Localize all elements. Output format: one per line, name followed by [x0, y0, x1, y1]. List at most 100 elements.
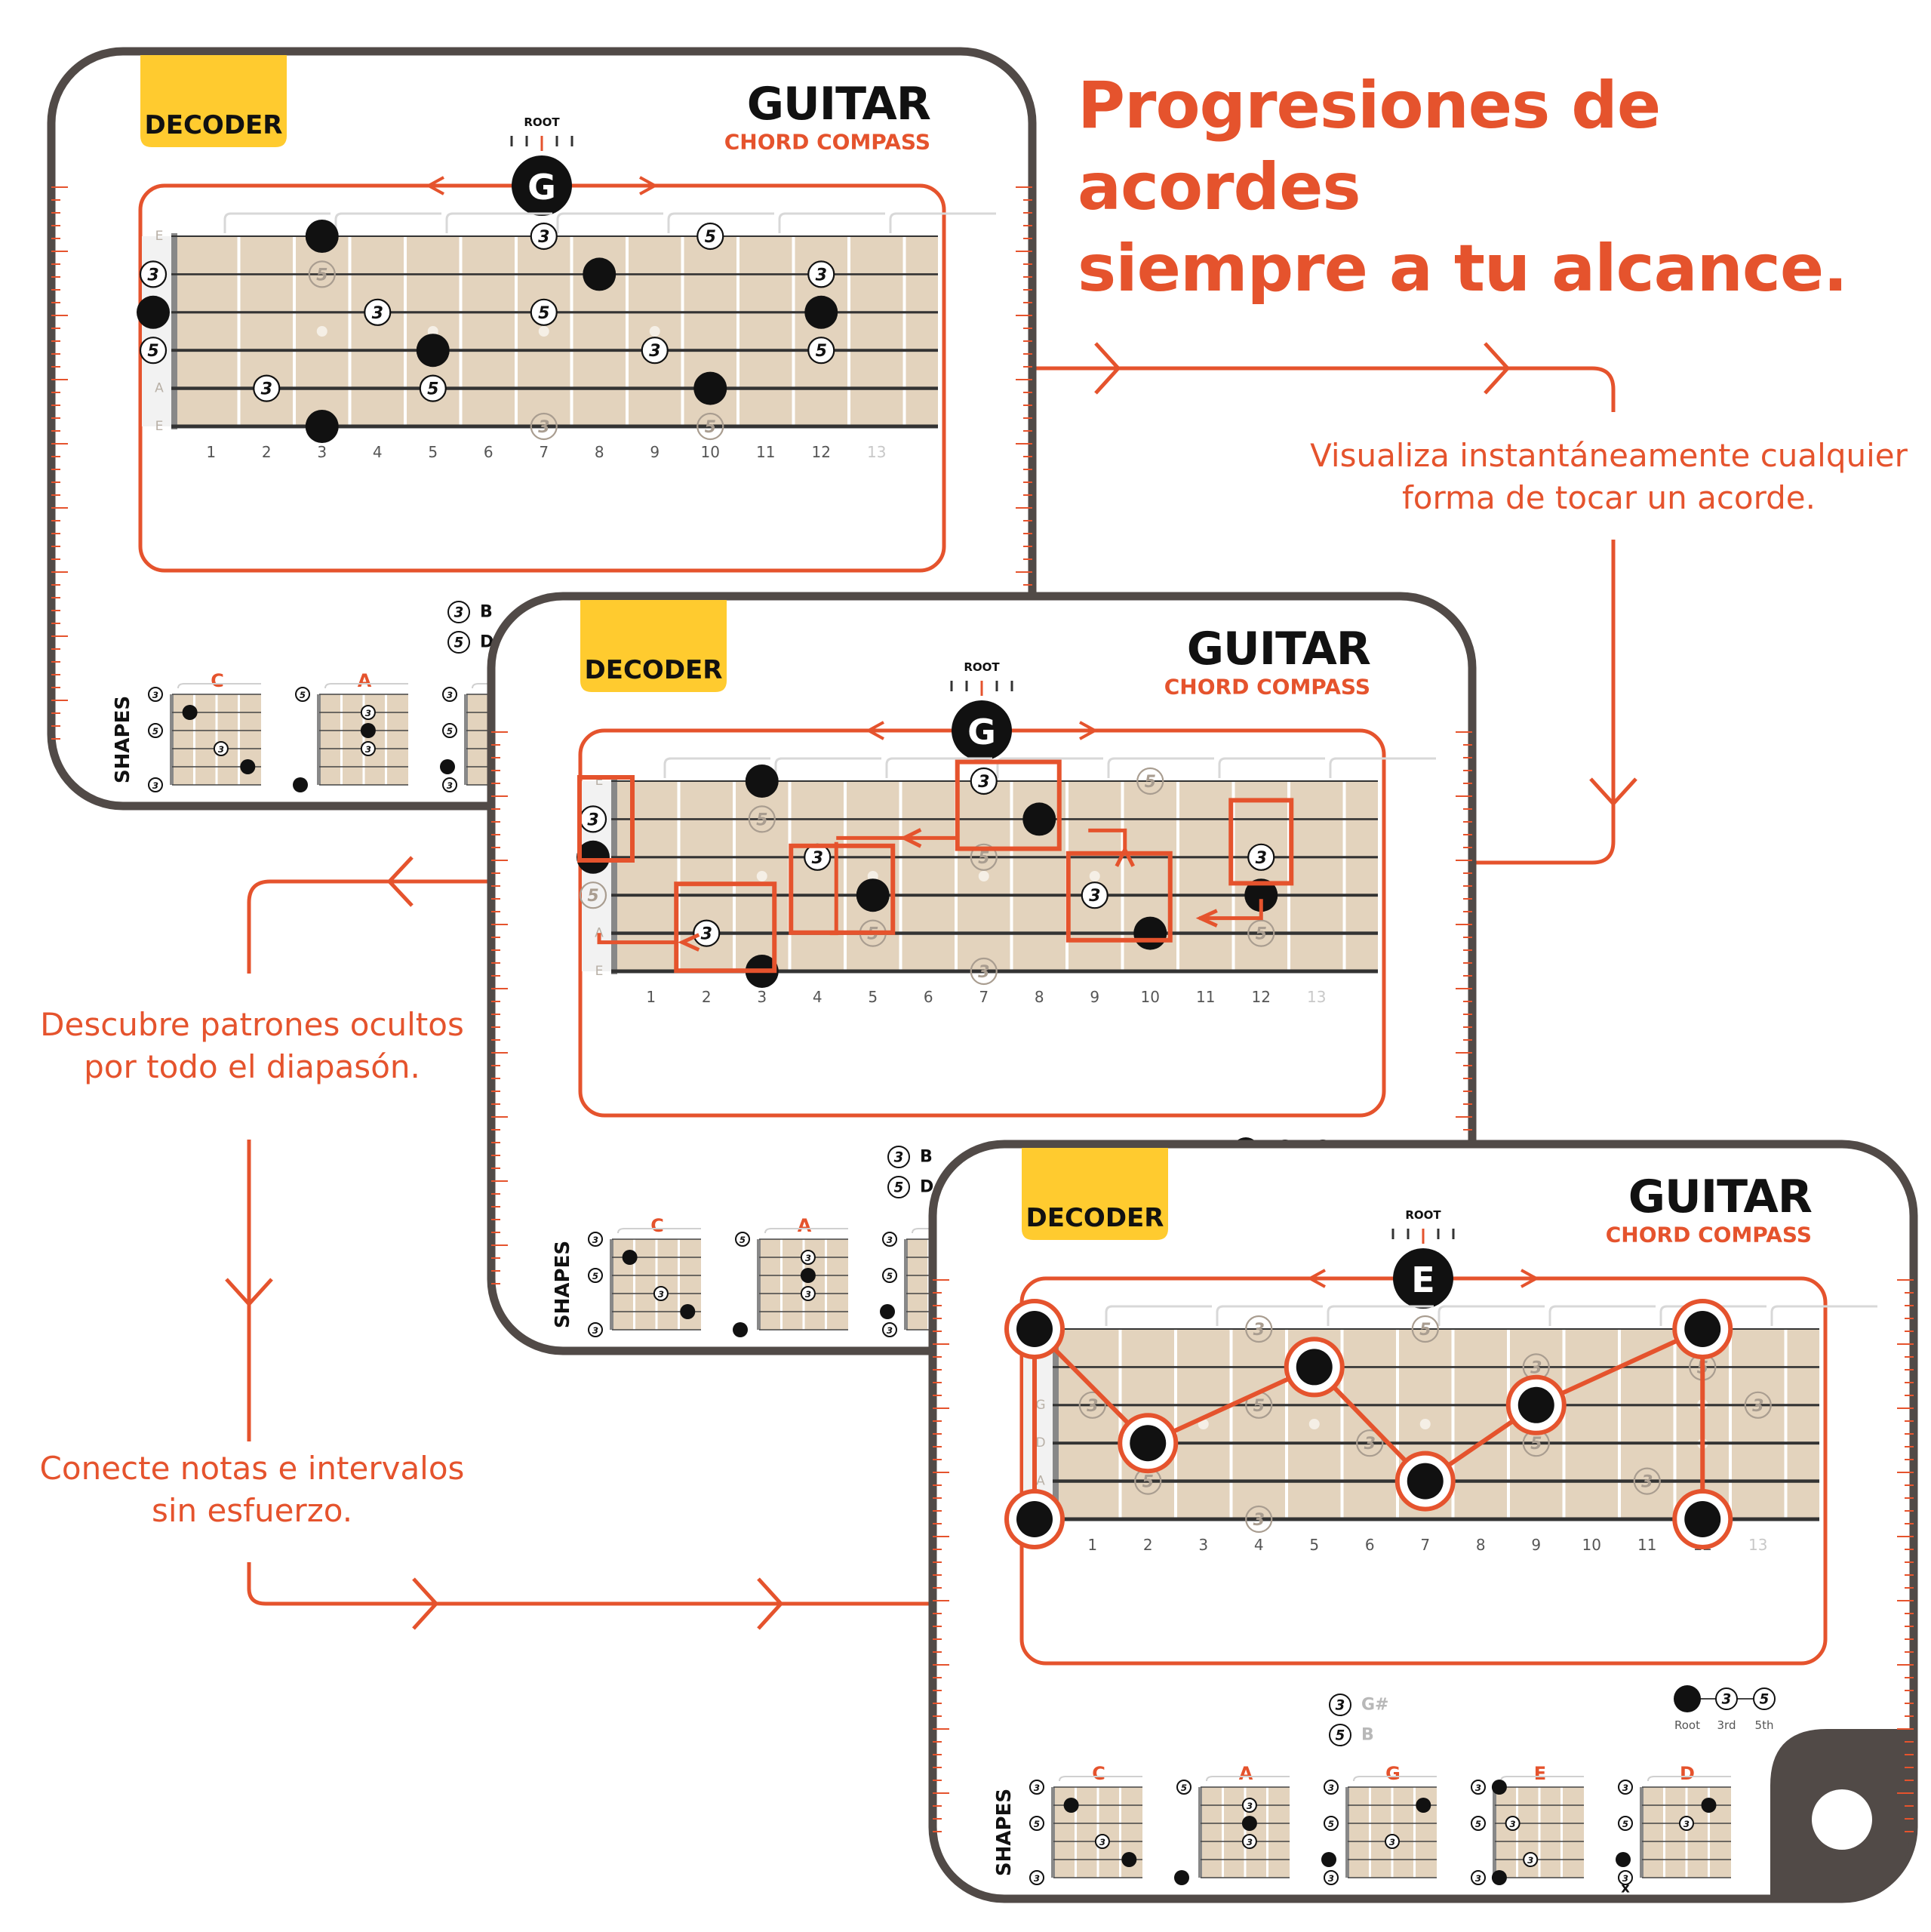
interval-ring: [442, 687, 457, 702]
root-note-dot: [1674, 1685, 1701, 1712]
interval-number: 3: [1336, 1698, 1345, 1714]
connector-chevron: [225, 1278, 273, 1306]
interval-ring: [213, 741, 229, 756]
interval-ring: [1471, 1870, 1486, 1885]
shape-name: D: [1680, 1763, 1695, 1784]
interval-5-marker: 5: [1176, 1780, 1192, 1795]
nut: [611, 778, 617, 974]
interval-3-marker: 3: [1094, 1834, 1110, 1849]
root-note-dot: [733, 1322, 748, 1337]
interval-ring: [588, 1232, 603, 1247]
fretboard-tab: [774, 757, 881, 778]
interval-number: 5: [816, 341, 827, 361]
interval-ring: [139, 260, 168, 288]
root-note-dot: [440, 759, 455, 774]
fret-number: 7: [539, 443, 549, 461]
shape-tab: [177, 683, 261, 689]
interval-ring: [970, 843, 998, 871]
interval-3-marker: 3: [360, 741, 376, 756]
nut-area: [1023, 1329, 1057, 1519]
root-note-dot: [416, 334, 450, 368]
interval-number: 3: [812, 848, 823, 868]
interval-number: 3: [887, 1325, 893, 1336]
string-name: E: [155, 419, 164, 434]
flow-connectors: [225, 342, 1637, 1630]
interval-ring: [1618, 1816, 1633, 1831]
interval-3-marker: 3: [1505, 1816, 1521, 1831]
connector-chevron: [1589, 777, 1637, 806]
root-note-dot: [583, 257, 617, 291]
interval-3-marker: 3: [807, 260, 835, 288]
root-note-dot: [137, 295, 170, 329]
root-note-dot: [800, 1268, 816, 1283]
interval-number: 3: [592, 1235, 598, 1245]
interval-number: 3: [1089, 886, 1100, 906]
connector-chevron: [757, 1577, 783, 1630]
fret-number: 9: [1531, 1536, 1541, 1554]
fret-number: 8: [1035, 988, 1044, 1006]
interval-ring: [530, 298, 558, 326]
fretboard-tab: [889, 212, 996, 233]
interval-3-marker: 3: [364, 298, 392, 326]
fret-number: 2: [262, 443, 272, 461]
interval-5-marker: 5: [1753, 1687, 1776, 1710]
brand-title: GUITAR: [1187, 623, 1370, 675]
interval-number: 5: [1336, 1728, 1345, 1744]
fret-number: 13: [1307, 988, 1326, 1006]
interval-number: 3: [1475, 1873, 1481, 1884]
interval-ring: [882, 1322, 897, 1337]
interval-3-marker: 3: [442, 777, 457, 792]
interval-3-marker: 3: [1241, 1834, 1257, 1849]
interval-ring: [447, 631, 470, 654]
interval-number: 3: [805, 1289, 811, 1300]
interval-ring: [588, 1322, 603, 1337]
shape-name: C: [1092, 1763, 1105, 1784]
interval-ring: [1324, 1816, 1339, 1831]
interval-3-marker: 3: [970, 767, 998, 795]
root-note-dot: [1416, 1798, 1431, 1813]
interval-number: 3: [365, 744, 371, 755]
interval-number: 3: [649, 341, 660, 361]
root-note-dot: [577, 840, 610, 874]
shape-tab: [472, 683, 555, 689]
interval-number: 3: [587, 810, 598, 829]
fret-number: 3: [757, 988, 767, 1006]
interval-number: 3: [1087, 1396, 1098, 1416]
shape-box: [577, 775, 635, 863]
root-note-dot: [1296, 1349, 1333, 1386]
interval-number: 5: [1256, 924, 1267, 944]
nut: [1053, 1326, 1059, 1522]
interval-3-marker: 3: [1029, 1780, 1044, 1795]
interval-ring: [1176, 1780, 1192, 1795]
caption-visualiza-line-1: Visualiza instantáneamente cualquier: [1310, 437, 1908, 474]
brand-subtitle: CHORD COMPASS: [724, 130, 930, 155]
inlay-dot: [1089, 871, 1100, 881]
interval-ring: [360, 705, 376, 720]
fret-number: 11: [1196, 988, 1215, 1006]
interval-ring: [748, 805, 776, 833]
interval-3-marker: 3: [1329, 1694, 1351, 1716]
fret-number: 10: [1141, 988, 1160, 1006]
root-note-dot: [1022, 802, 1056, 836]
interval-5-marker: 5: [970, 843, 998, 871]
interval-ring: [693, 919, 721, 947]
fretboard-tab: [1105, 1305, 1212, 1326]
shapes-label: SHAPES: [552, 1241, 574, 1328]
root-note-dot: [880, 1304, 895, 1319]
fret-number: 3: [1198, 1536, 1208, 1554]
fret-number: 6: [924, 988, 933, 1006]
interval-number: 5: [316, 265, 327, 285]
path-arrowhead: [1115, 845, 1135, 867]
root-note-dot: [1321, 1852, 1336, 1867]
fretboard-tab: [778, 212, 885, 233]
interval-number: 5: [592, 1271, 598, 1281]
interval-5-marker: 5: [1471, 1816, 1486, 1831]
interval-5-marker: 5: [807, 337, 835, 365]
shape-nut: [1640, 1787, 1644, 1878]
interval-ring: [1356, 1429, 1384, 1457]
interval-3-marker: 3: [641, 337, 669, 365]
interval-3-marker: 3: [530, 222, 558, 251]
interval-number: 3: [816, 265, 827, 285]
shape-tab: [324, 683, 408, 689]
interval-ring: [588, 1268, 603, 1283]
